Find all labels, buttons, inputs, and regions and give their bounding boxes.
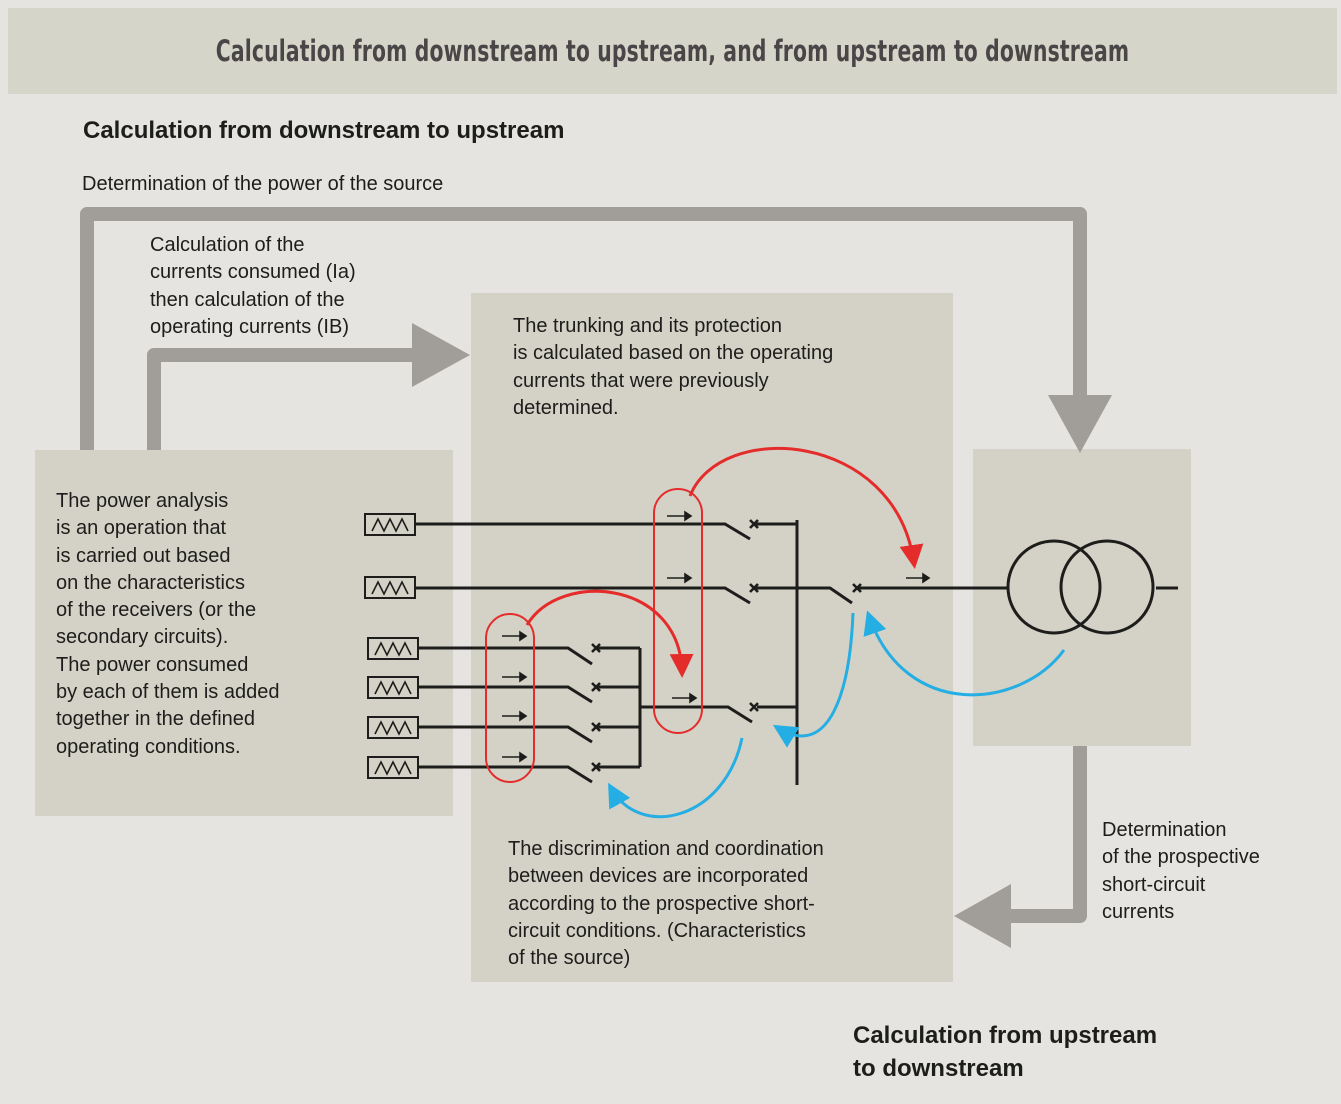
red-arrow-main [688, 446, 924, 569]
label-currents: Calculation of the currents consumed (Ia… [150, 234, 356, 338]
label-source-power: Determination of the power of the source [82, 173, 444, 195]
circuit [364, 513, 1178, 785]
red-arrow-sub [525, 589, 694, 678]
trunking-panel [471, 293, 953, 982]
group-ellipse-sub [485, 613, 535, 783]
section-title-downstream: Calculation from downstream to upstream [83, 117, 565, 144]
label-power-analysis: The power analysis is an operation that … [56, 490, 280, 758]
blue-arrow-incomer [772, 612, 855, 748]
label-discrimination: The discrimination and coordination betw… [508, 838, 824, 970]
section-title-upstream: Calculation from upstream to downstream [853, 1022, 1158, 1082]
label-trunking: The trunking and its protection is calcu… [513, 315, 834, 419]
transformer-icon [1006, 539, 1155, 635]
blue-arrow-source [863, 610, 1066, 697]
page-title: Calculation from downstream to upstream,… [215, 34, 1130, 68]
source-panel [973, 449, 1191, 746]
power-analysis-panel [35, 450, 453, 816]
current-arrow-icon [502, 510, 931, 763]
header-banner: Calculation from downstream to upstream,… [8, 8, 1337, 94]
flow-arrow-source-power [80, 207, 1112, 453]
breaker-switch-icon [591, 519, 862, 772]
flow-arrow-short-circuit [954, 746, 1087, 948]
blue-arrow-sub [608, 737, 744, 819]
flow-arrow-currents [147, 323, 470, 450]
label-short-circuit: Determination of the prospective short-c… [1102, 819, 1260, 923]
